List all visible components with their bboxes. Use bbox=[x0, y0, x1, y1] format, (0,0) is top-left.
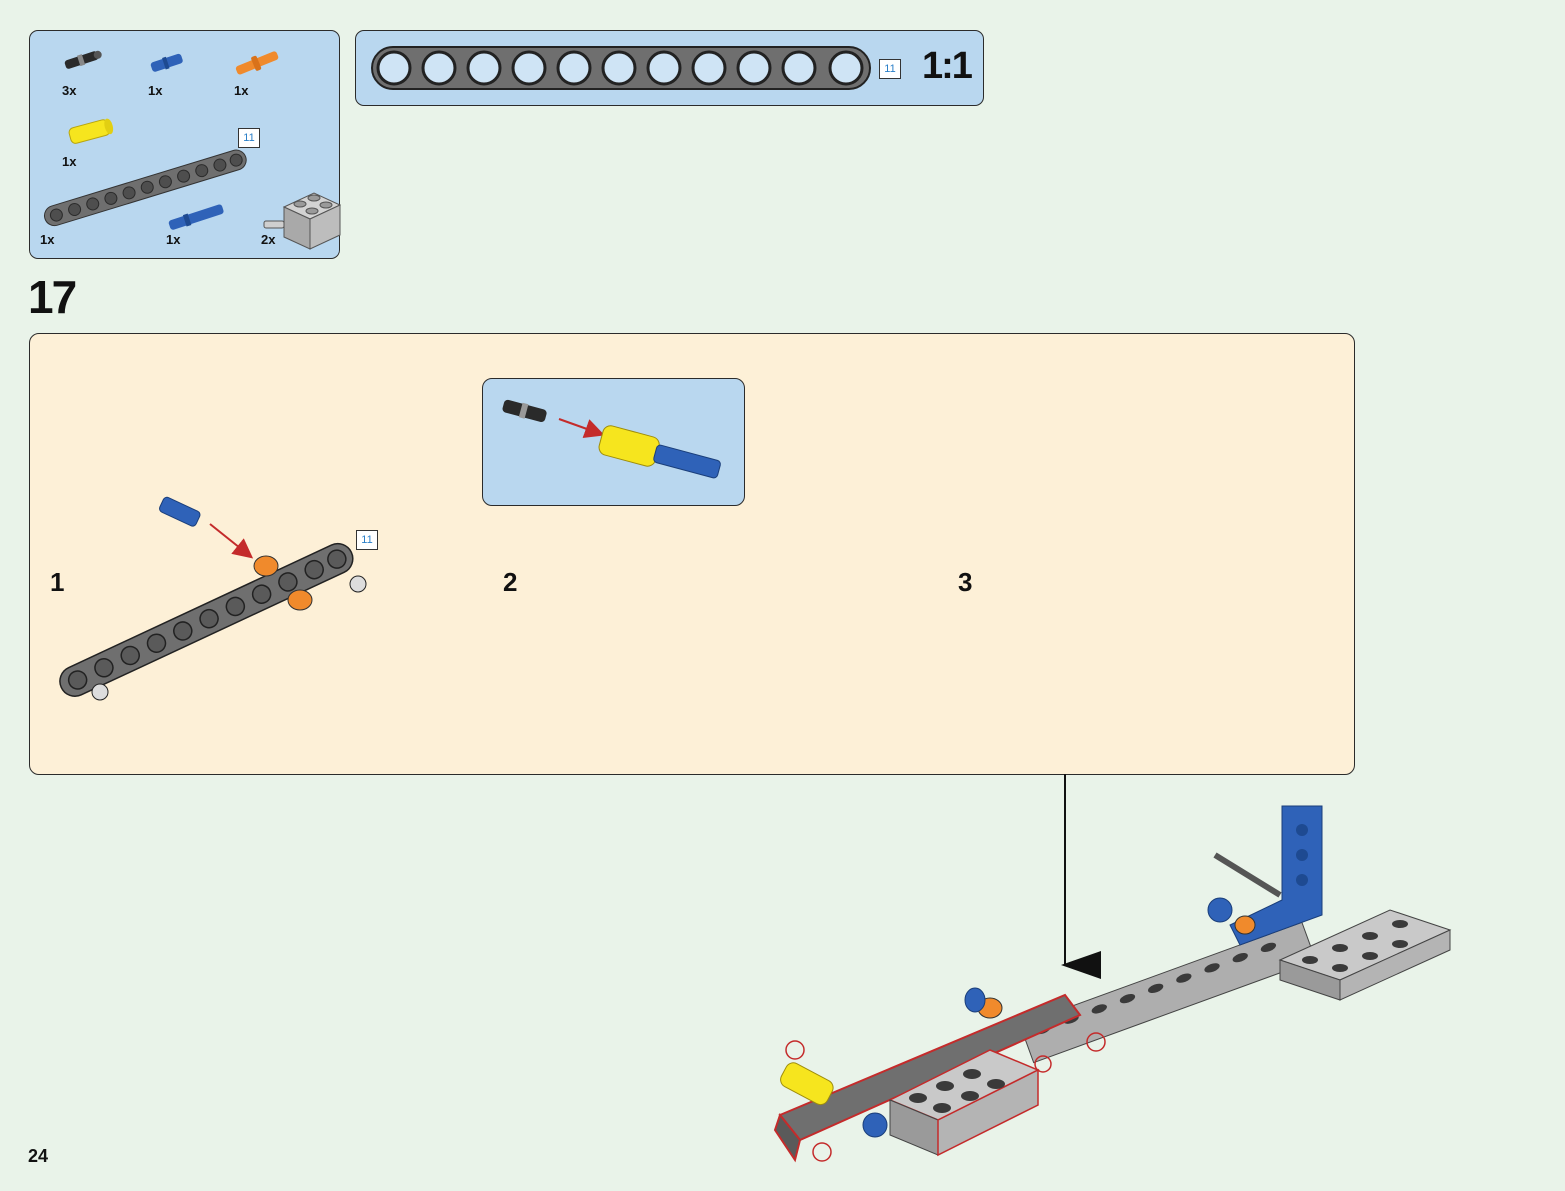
sub-assembly-illustrations bbox=[59, 496, 367, 701]
yellow-connector-icon bbox=[68, 118, 114, 144]
beam-length-badge: 11 bbox=[238, 128, 260, 148]
parts-list-panel: 3x 1x 1x 1x 1x 1x 2x 11 bbox=[29, 30, 342, 259]
sub-step-1-illustration bbox=[59, 496, 367, 701]
qty-grey-brick: 2x bbox=[261, 232, 276, 247]
sub-step-3-label: 3 bbox=[958, 567, 973, 597]
beam-1to1-illustration bbox=[371, 46, 871, 90]
grey-brick-with-pin-icon bbox=[263, 192, 342, 250]
sub-step-2-label: 2 bbox=[503, 567, 518, 597]
blue-long-pin-icon bbox=[168, 204, 224, 230]
sub-assembly-panel: 1 2 3 11 bbox=[29, 333, 1355, 775]
callout-illustration bbox=[502, 399, 721, 479]
orange-axle-pin-icon bbox=[235, 51, 279, 75]
blue-axle-pin-icon bbox=[150, 53, 183, 72]
sub-step-1-label: 1 bbox=[50, 567, 65, 597]
scale-label: 1:1 bbox=[922, 45, 973, 87]
callout-panel bbox=[482, 378, 745, 506]
qty-blue-axle-pin: 1x bbox=[148, 83, 163, 98]
scale-reference-panel: 11 1:1 bbox=[355, 30, 984, 106]
parts-illustrations bbox=[43, 50, 342, 250]
qty-orange-axle-pin: 1x bbox=[234, 83, 249, 98]
sub-step-1-length-badge: 11 bbox=[356, 530, 378, 550]
qty-black-pin: 3x bbox=[62, 83, 77, 98]
new-sub-assembly bbox=[773, 987, 1106, 1163]
black-friction-pin-icon bbox=[64, 50, 102, 69]
blue-upright bbox=[1207, 805, 1323, 946]
scale-beam-length-badge: 11 bbox=[879, 59, 901, 79]
step-number: 17 bbox=[28, 271, 77, 323]
grey-beam-icon bbox=[43, 149, 247, 227]
qty-grey-beam: 1x bbox=[40, 232, 55, 247]
right-bricks bbox=[1278, 909, 1452, 1001]
page-number: 24 bbox=[28, 1146, 49, 1166]
qty-yellow-connector: 1x bbox=[62, 154, 77, 169]
qty-blue-long-pin: 1x bbox=[166, 232, 181, 247]
